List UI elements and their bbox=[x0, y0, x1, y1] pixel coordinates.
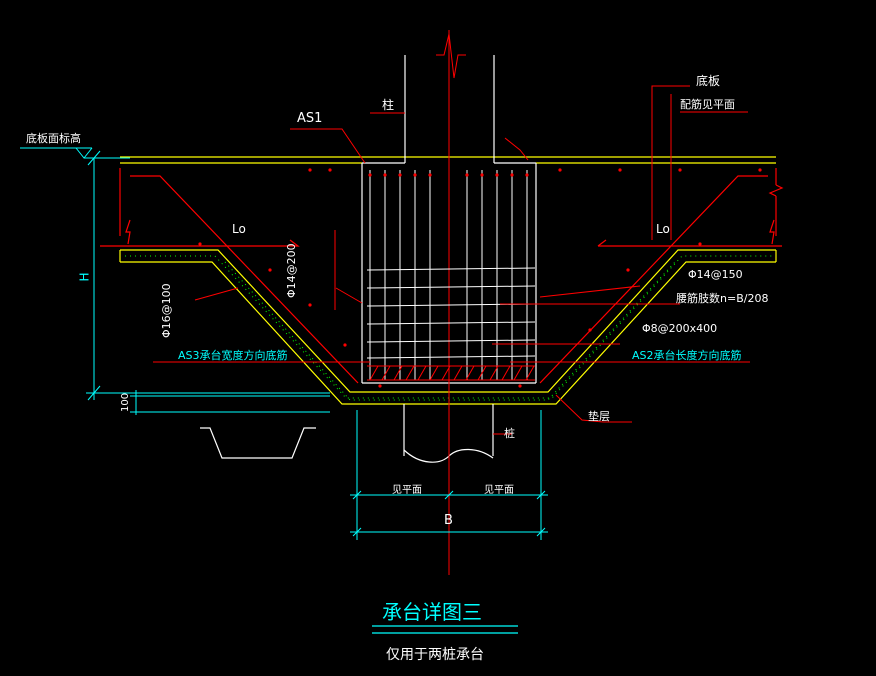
pile-label: 桩 bbox=[504, 427, 515, 440]
slab-top-elevation-label: 底板面标高 bbox=[26, 132, 81, 145]
right-top-bar-spec-label: Φ14@150 bbox=[688, 268, 743, 281]
rebar-bent-bars bbox=[100, 168, 784, 384]
stirrup-spec-label: Φ8@200x400 bbox=[642, 322, 718, 335]
title-underline bbox=[372, 625, 518, 634]
elevation-marker bbox=[20, 147, 330, 415]
as1-label: AS1 bbox=[297, 111, 323, 126]
centerline bbox=[436, 30, 466, 575]
column-label: 柱 bbox=[382, 98, 395, 112]
vertical-bar-spec-label: Φ14@200 bbox=[285, 243, 298, 298]
slab-bar-dots bbox=[198, 168, 762, 388]
slab-reinforcement-label: 配筋见平面 bbox=[680, 98, 735, 111]
lo-right-label: Lo bbox=[656, 222, 670, 236]
cushion-label: 垫层 bbox=[588, 410, 610, 423]
bottom-bar-hatch bbox=[367, 365, 535, 381]
slab-label: 底板 bbox=[696, 74, 721, 88]
dimension-b-label: B bbox=[444, 513, 453, 528]
column-bar-ends bbox=[368, 173, 529, 177]
as3-label: AS3承台宽度方向底筋 bbox=[178, 349, 288, 362]
lo-left-label: Lo bbox=[232, 222, 246, 236]
see-plan-right-label: 见平面 bbox=[484, 485, 514, 496]
drawing-title: 承台详图三 bbox=[382, 600, 482, 624]
drawing-subtitle: 仅用于两桩承台 bbox=[386, 647, 484, 663]
dimension-100-label: 100 bbox=[120, 392, 131, 412]
waist-bars-label: 腰筋肢数n=B/208 bbox=[676, 292, 769, 305]
height-h-label: H bbox=[77, 272, 92, 282]
as2-label: AS2承台长度方向底筋 bbox=[632, 349, 742, 362]
cap-section-symbol bbox=[200, 427, 316, 459]
slab-outline bbox=[119, 156, 777, 405]
column-vertical-bars bbox=[369, 170, 528, 380]
dimension-b bbox=[350, 410, 548, 540]
see-plan-left-label: 见平面 bbox=[392, 485, 422, 496]
left-bar-spec-label: Φ16@100 bbox=[160, 283, 173, 338]
leader-lines bbox=[153, 85, 750, 435]
waist-bars bbox=[366, 267, 536, 359]
